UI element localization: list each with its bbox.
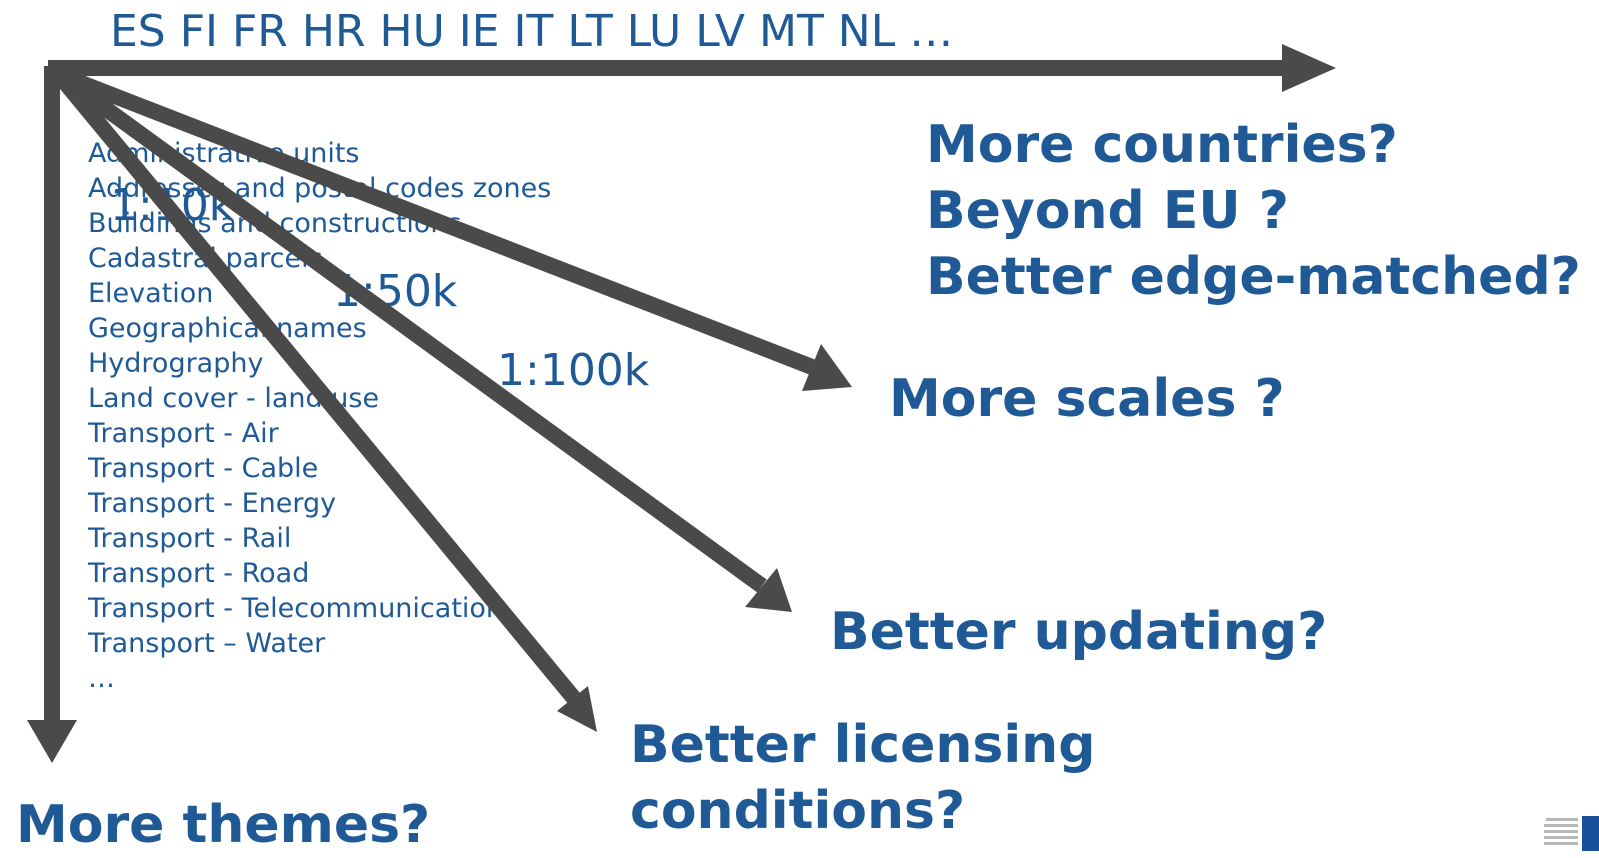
theme-item: Transport – Water [88, 628, 326, 659]
question-themes: More themes? [16, 795, 431, 855]
theme-item: Transport - Energy [88, 488, 337, 519]
theme-item: Transport - Cable [88, 453, 319, 484]
updating-arrowhead [745, 568, 792, 612]
licensing-arrow [51, 68, 584, 708]
theme-item: Transport - Telecommunication [88, 593, 504, 624]
question-line: More countries? [926, 115, 1398, 175]
question-line: conditions? [630, 781, 966, 841]
question-line: Better edge-matched? [926, 247, 1581, 307]
question-updating: Better updating? [830, 602, 1328, 662]
updating-arrow [53, 67, 767, 593]
theme-item: Geographical names [88, 313, 367, 344]
question-licensing: Better licensing conditions? [630, 712, 1095, 844]
scales-arrow [55, 66, 815, 375]
question-scales: More scales ? [889, 369, 1285, 429]
question-line: Better licensing [630, 715, 1096, 775]
logo-icon [1544, 816, 1599, 851]
themes-arrowhead [27, 720, 77, 763]
scale-label-100k: 1:100k [497, 345, 650, 396]
countries-arrowhead [1282, 44, 1336, 92]
theme-item: Transport - Rail [88, 523, 292, 554]
question-line: Beyond EU ? [926, 181, 1289, 241]
theme-item: Transport - Air [88, 418, 279, 449]
licensing-arrowhead [557, 686, 597, 732]
theme-item: Hydrography [88, 348, 264, 379]
theme-item: Transport - Road [88, 558, 310, 589]
question-countries: More countries? Beyond EU ? Better edge-… [926, 112, 1581, 310]
countries-axis-label: ES FI FR HR HU IE IT LT LU LV MT NL … [110, 6, 954, 57]
theme-item: … [88, 663, 115, 694]
theme-item: Elevation [88, 278, 214, 309]
scales-arrowhead [802, 344, 852, 391]
